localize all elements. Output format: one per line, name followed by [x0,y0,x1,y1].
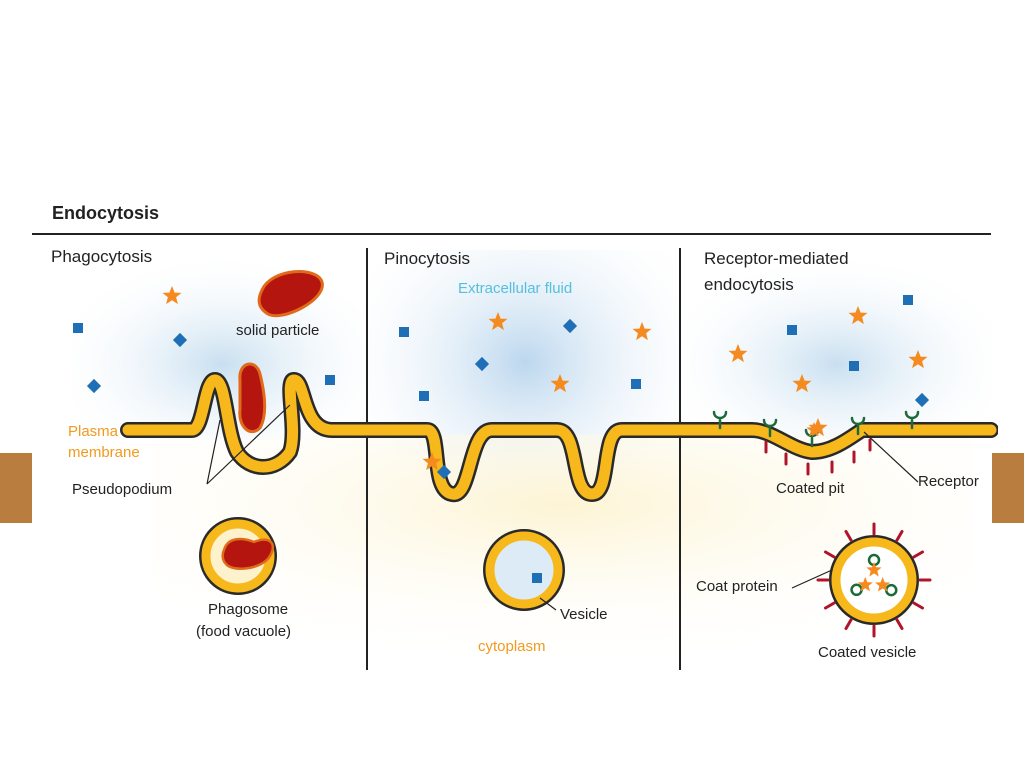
pit-coat-proteins [764,438,872,476]
square-molecule-icon [325,375,335,385]
right-side-tab [992,453,1024,523]
square-molecule-icon [914,392,930,408]
solid-particle [257,270,324,318]
coat-protein-pointer [791,569,833,589]
square-molecule-icon [787,325,797,335]
coat-protein-icon [844,618,853,630]
label-coated-vesicle: Coated vesicle [818,644,917,661]
label-food-vacuole: (food vacuole) [196,623,292,640]
square-molecule-icon [399,327,409,337]
coat-protein-icon [895,530,904,542]
square-molecule-icon [419,391,429,401]
label-membrane: membrane [68,444,140,461]
label-vesicle: Vesicle [560,606,608,623]
left-side-tab [0,453,32,523]
label-phagosome: Phagosome [208,601,289,618]
square-molecule-icon [474,356,490,372]
square-molecule-icon [86,378,102,394]
label-plasma: Plasma [68,423,119,440]
coat-protein-icon [824,550,836,559]
membrane-fill [122,374,997,500]
coat-protein-icon [844,530,853,542]
label-pseudopodium: Pseudopodium [72,481,173,498]
square-molecule-icon [436,464,452,480]
square-molecule-icon [903,295,913,305]
figure-title: Endocytosis [52,203,160,223]
label-coat-protein: Coat protein [696,578,778,595]
square-molecule-icon [172,332,188,348]
label-receptor: Receptor [918,473,979,490]
panel-title-pinocytosis: Pinocytosis [384,249,470,268]
coat-protein-icon [824,601,836,610]
vesicle-membrane [485,531,563,609]
panel-title-receptor-mediated-line1: Receptor-mediated [704,249,849,268]
square-molecule-icon [532,573,542,583]
phagosome-particle [221,537,275,570]
extracellular-molecules [73,286,930,583]
engulfed-particle [238,362,267,434]
plasma-membrane [120,372,998,502]
coated-vesicle-membrane [831,537,917,623]
receptor-pointer [863,431,919,483]
endocytosis-figure: Endocytosis Phagocytosis Pinocytosis Rec… [32,190,998,670]
square-molecule-icon [631,379,641,389]
cytoplasm-glow [152,435,972,670]
vesicle-pointer [539,597,557,611]
receptor-icon [904,410,920,430]
panel-title-receptor-mediated-line2: endocytosis [704,275,794,294]
extracellular-glow-right [682,250,992,440]
square-molecule-icon [562,318,578,334]
receptor-icon [850,416,866,436]
coat-protein-icon [895,618,904,630]
endocytosis-diagram-svg [32,233,998,670]
receptor-icon [712,410,728,430]
panel-title-phagocytosis: Phagocytosis [51,247,153,266]
coat-protein-icon [912,601,924,610]
coated-vesicle-coat-proteins [816,522,932,638]
receptor-icon [762,418,778,438]
coat-protein-icon [912,550,924,559]
square-molecule-icon [73,323,83,333]
square-molecule-icon [849,361,859,371]
label-solid-particle: solid particle [236,322,320,339]
pseudopodium-pointer-1 [206,419,221,485]
label-extracellular-fluid: Extracellular fluid [458,280,573,297]
label-cytoplasm: cytoplasm [478,638,546,655]
pseudopodium-pointer-2 [206,404,291,485]
label-coated-pit: Coated pit [776,480,845,497]
